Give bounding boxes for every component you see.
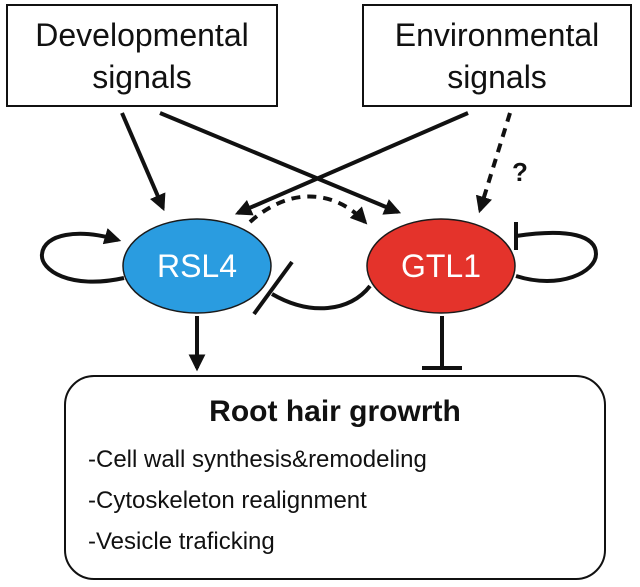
edge-env-to-rsl4 <box>234 111 469 216</box>
rsl4-self-loop <box>39 228 125 284</box>
edge-env-to-gtl1-dashed <box>475 112 512 214</box>
repression-bar-rsl4 <box>252 260 294 316</box>
growth-process-item: -Cell wall synthesis&remodeling <box>88 446 427 473</box>
environmental-signals-line1: Environmental <box>394 16 600 53</box>
gtl1-node-label: GTL1 <box>400 247 482 284</box>
growth-process-item: -Cytoskeleton realignment <box>88 487 367 514</box>
rsl4-node-label: RSL4 <box>156 247 238 284</box>
edge-dev-to-rsl4 <box>120 112 166 212</box>
environmental-signals-line2: signals <box>447 58 547 95</box>
developmental-signals-box: Developmental signals <box>6 4 278 107</box>
growth-process-list: -Cell wall synthesis&remodeling -Cytoske… <box>88 439 604 562</box>
edge-rsl4-to-gtl1-dashed <box>248 194 368 225</box>
growth-process-item: -Vesicle traficking <box>88 528 275 555</box>
gtl1-self-loop <box>515 230 599 283</box>
developmental-signals-line1: Developmental <box>35 16 249 53</box>
edge-dev-to-gtl1 <box>159 111 402 215</box>
root-hair-growth-title: Root hair growrth <box>209 395 461 428</box>
developmental-signals-line2: signals <box>92 58 192 95</box>
rsl4-node-shape <box>122 218 272 314</box>
gtl1-node-shape <box>366 218 516 314</box>
root-hair-growth-box: Root hair growrth -Cell wall synthesis&r… <box>64 375 606 580</box>
edge-gtl1-represses-rsl4 <box>270 284 372 311</box>
unknown-link-marker: ? <box>512 157 528 187</box>
environmental-signals-box: Environmental signals <box>362 4 632 107</box>
